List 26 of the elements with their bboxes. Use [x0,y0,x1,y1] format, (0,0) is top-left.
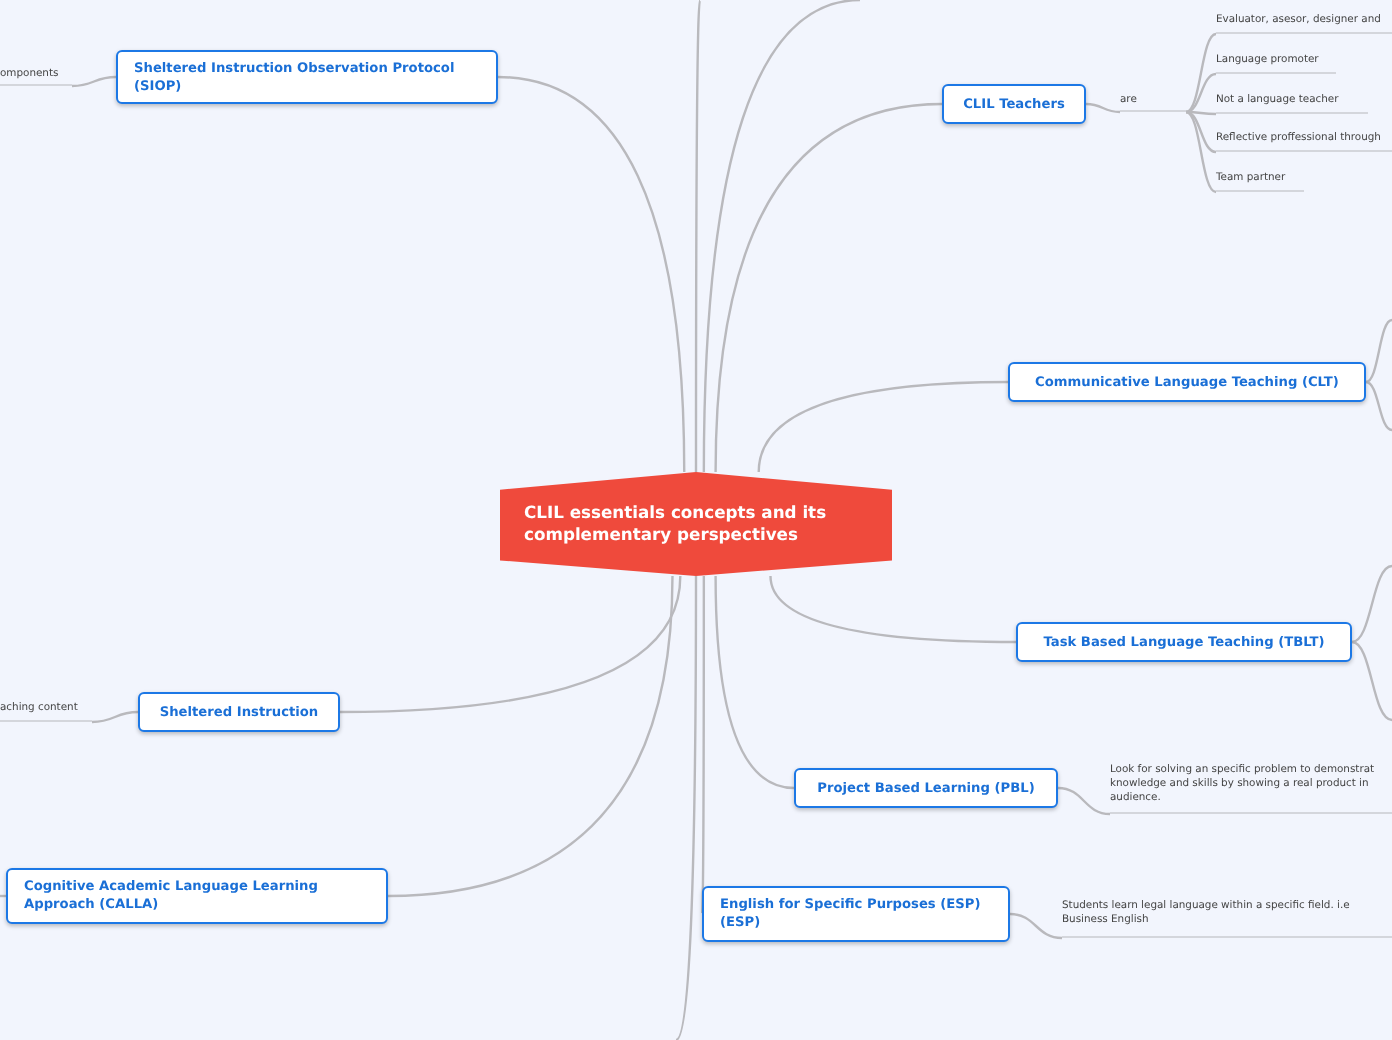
connector-line [497,75,686,473]
connector-line [1186,110,1216,116]
connector-line [1009,912,1063,940]
connector-line [769,575,1016,644]
connector-line [675,576,698,1040]
connector-line [702,0,861,472]
connector-line [694,0,702,472]
connector-line [1057,786,1111,816]
connector-line [1351,640,1392,722]
connector-line [1085,102,1121,114]
connector-line [1351,564,1392,644]
connector-line [71,75,117,88]
connector-line [714,102,943,473]
connector-line [340,575,682,714]
connector-line [757,380,1008,473]
connector-line [1365,318,1392,384]
connector-line [0,894,6,898]
connector-line [91,710,139,724]
connector-line [1185,72,1217,114]
central-topic: CLIL essentials concepts and its complementary perspectives [500,472,892,576]
connector-line [1185,32,1217,114]
connector-line [1185,110,1217,194]
connector-line [714,575,795,790]
connector-line [1185,110,1217,154]
connector-line [387,575,674,898]
connector-line [1365,380,1392,432]
